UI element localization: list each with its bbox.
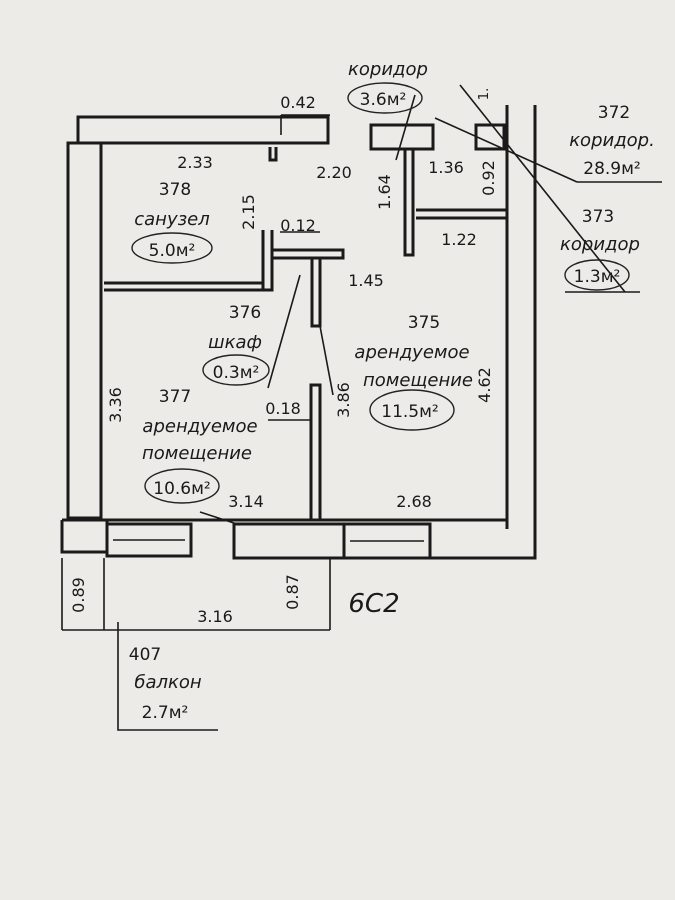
partition-0-18 xyxy=(309,383,322,522)
dim-0-89: 0.89 xyxy=(69,577,88,613)
room-375-name-1: арендуемое xyxy=(354,342,469,363)
dim-0-12: 0.12 xyxy=(280,216,316,235)
leader-386 xyxy=(319,325,334,396)
leader-314 xyxy=(199,511,241,526)
partition-sanuzel xyxy=(104,281,263,292)
room-376: 376 шкаф 0.3м² xyxy=(202,303,270,386)
room-378-area-circle xyxy=(131,232,213,264)
balcony-sides xyxy=(61,558,331,630)
leader-373 xyxy=(459,84,626,293)
partition-1-22 xyxy=(416,208,507,220)
wall-stub-0-42 xyxy=(268,147,278,162)
handwritten-note: 6С2 xyxy=(348,589,399,619)
partition-shkaf-left xyxy=(261,230,274,292)
corridor-top-area-circle xyxy=(347,82,423,114)
top-wall-segment xyxy=(369,123,435,151)
leader-shkaf xyxy=(267,274,301,389)
dim-1-64: 1.64 xyxy=(375,174,394,210)
room-375-number: 375 xyxy=(408,313,440,333)
room-372-area: 28.9м² xyxy=(583,159,641,179)
leaders xyxy=(199,84,662,526)
bottom-left-corner xyxy=(60,520,109,554)
room-375-area: 11.5м² xyxy=(381,402,439,422)
room-372: 372 коридор. 28.9м² xyxy=(569,103,655,179)
room-407-number: 407 xyxy=(129,645,161,665)
room-373-area: 1.3м² xyxy=(574,267,621,287)
dim-2-20: 2.20 xyxy=(316,163,352,182)
room-372-number: 372 xyxy=(598,103,630,123)
right-wall xyxy=(430,105,537,560)
dimensions: 0.42 2.33 2.20 1.36 1.64 0.92 1. 2.15 0.… xyxy=(69,88,498,626)
left-wall xyxy=(66,141,103,520)
dim-1-22: 1.22 xyxy=(441,230,477,249)
room-373-number: 373 xyxy=(582,207,614,227)
partition-1-64 xyxy=(403,149,415,257)
room-378-number: 378 xyxy=(159,180,191,200)
dim-1-36: 1.36 xyxy=(428,158,464,177)
wall-bottom-mid xyxy=(232,522,346,560)
leader-372 xyxy=(434,117,578,183)
balcony-leader xyxy=(117,622,218,731)
room-376-name: шкаф xyxy=(208,332,262,353)
dim-3-86: 3.86 xyxy=(334,382,353,418)
room-407: 407 балкон 2.7м² xyxy=(129,645,202,723)
room-377-name-2: помещение xyxy=(142,443,252,464)
leader-corridor xyxy=(395,94,416,161)
room-378-area: 5.0м² xyxy=(149,241,196,261)
dim-1-45: 1.45 xyxy=(348,271,384,290)
dim-top: 1. xyxy=(477,88,492,100)
dim-0-42: 0.42 xyxy=(280,93,316,112)
dim-0-87: 0.87 xyxy=(283,574,302,610)
dim-0-42-line xyxy=(280,114,330,135)
room-372-name: коридор. xyxy=(569,130,655,151)
room-407-area: 2.7м² xyxy=(142,703,189,723)
dim-3-16: 3.16 xyxy=(197,607,233,626)
room-376-area-circle xyxy=(202,354,270,386)
room-376-area: 0.3м² xyxy=(213,363,260,383)
room-373: 373 коридор 1.3м² xyxy=(560,207,640,291)
room-377-area: 10.6м² xyxy=(153,479,211,499)
corridor-top: коридор 3.6м² xyxy=(347,59,428,114)
window-right xyxy=(342,522,432,560)
dim-4-62: 4.62 xyxy=(475,367,494,403)
room-375: 375 арендуемое помещение 11.5м² xyxy=(354,313,473,431)
partition-shkaf-top xyxy=(272,248,345,260)
room-373-area-circle xyxy=(564,259,630,291)
room-377-number: 377 xyxy=(159,387,191,407)
room-376-number: 376 xyxy=(229,303,261,323)
dim-3-14: 3.14 xyxy=(228,492,264,511)
room-375-area-circle xyxy=(369,389,455,431)
dim-2-15: 2.15 xyxy=(239,194,258,230)
room-373-name: коридор xyxy=(560,234,640,255)
room-378-name: санузел xyxy=(134,209,210,230)
walls xyxy=(60,105,537,731)
window-left xyxy=(105,522,193,558)
corridor-top-area: 3.6м² xyxy=(360,90,407,110)
room-377: 377 арендуемое помещение 10.6м² xyxy=(142,387,258,504)
dim-2-33: 2.33 xyxy=(177,153,213,172)
room-407-name: балкон xyxy=(134,672,202,693)
dim-0-92: 0.92 xyxy=(479,160,498,196)
room-375-name-2: помещение xyxy=(363,370,473,391)
dim-0-18: 0.18 xyxy=(265,399,301,418)
room-378: 378 санузел 5.0м² xyxy=(131,180,213,264)
dim-2-68: 2.68 xyxy=(396,492,432,511)
room-377-area-circle xyxy=(144,468,220,504)
room-377-name-1: арендуемое xyxy=(142,416,257,437)
column-top-right xyxy=(474,123,506,151)
dim-3-36: 3.36 xyxy=(106,387,125,423)
top-wall xyxy=(76,115,330,145)
partition-shkaf-right xyxy=(310,258,322,328)
corridor-top-name: коридор xyxy=(348,59,428,80)
